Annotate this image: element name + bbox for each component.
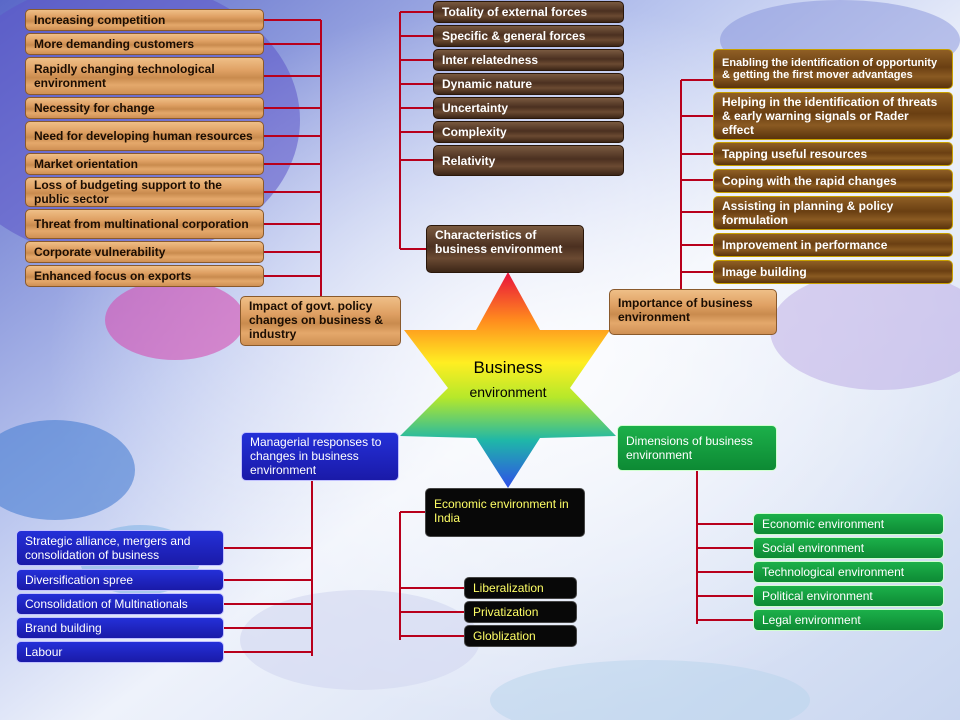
policy-item[interactable]: Need for developing human resources bbox=[25, 121, 264, 151]
economic-india-item[interactable]: Privatization bbox=[464, 601, 577, 623]
characteristics-item-label: Specific & general forces bbox=[442, 29, 586, 43]
importance-item[interactable]: Improvement in performance bbox=[713, 233, 953, 257]
characteristics-item-label: Dynamic nature bbox=[442, 77, 533, 91]
policy-item-label: More demanding customers bbox=[34, 37, 195, 51]
managerial-item[interactable]: Diversification spree bbox=[16, 569, 224, 591]
center-title: Business bbox=[473, 358, 543, 377]
dimensions-header-label: Dimensions of business environment bbox=[626, 434, 753, 462]
policy-item-label: Enhanced focus on exports bbox=[34, 269, 192, 283]
characteristics-item-label: Relativity bbox=[442, 153, 496, 168]
managerial-item[interactable]: Brand building bbox=[16, 617, 224, 639]
economic-india-item-label: Privatization bbox=[473, 605, 539, 619]
dimensions-item[interactable]: Legal environment bbox=[753, 609, 944, 631]
policy-item[interactable]: Necessity for change bbox=[25, 97, 264, 119]
managerial-item-label: Labour bbox=[25, 645, 63, 659]
policy-item-label: Corporate vulnerability bbox=[34, 245, 166, 259]
dimensions-header[interactable]: Dimensions of business environment bbox=[617, 425, 777, 471]
dimensions-item[interactable]: Political environment bbox=[753, 585, 944, 607]
policy-item-label: Increasing competition bbox=[34, 13, 166, 27]
policy-item-label: Loss of budgeting support to the public … bbox=[34, 178, 222, 206]
importance-item-label: Assisting in planning & policy formulati… bbox=[722, 199, 894, 227]
policy-item[interactable]: Loss of budgeting support to the public … bbox=[25, 177, 264, 207]
economic-india-item[interactable]: Liberalization bbox=[464, 577, 577, 599]
policy-item-label: Threat from multinational corporation bbox=[34, 217, 249, 231]
characteristics-item[interactable]: Relativity bbox=[433, 145, 624, 176]
importance-item[interactable]: Enabling the identification of opportuni… bbox=[713, 49, 953, 89]
managerial-item-label: Consolidation of Multinationals bbox=[25, 597, 188, 611]
policy-item[interactable]: Enhanced focus on exports bbox=[25, 265, 264, 287]
characteristics-header-label: Characteristics of business environment bbox=[435, 228, 563, 256]
importance-item-label: Helping in the identification of threats… bbox=[722, 95, 938, 137]
importance-item[interactable]: Assisting in planning & policy formulati… bbox=[713, 196, 953, 230]
policy-item[interactable]: Rapidly changing technological environme… bbox=[25, 57, 264, 95]
economic-india-item-label: Liberalization bbox=[473, 581, 544, 595]
dimensions-item[interactable]: Economic environment bbox=[753, 513, 944, 535]
importance-item-label: Enabling the identification of opportuni… bbox=[722, 57, 938, 81]
characteristics-item-label: Inter relatedness bbox=[442, 53, 539, 67]
importance-header[interactable]: Importance of business environment bbox=[609, 289, 777, 335]
dimensions-item[interactable]: Social environment bbox=[753, 537, 944, 559]
characteristics-item[interactable]: Dynamic nature bbox=[433, 73, 624, 95]
dimensions-item-label: Social environment bbox=[762, 541, 865, 555]
dimensions-item-label: Economic environment bbox=[762, 517, 885, 531]
economic-india-item[interactable]: Globlization bbox=[464, 625, 577, 647]
characteristics-item-label: Uncertainty bbox=[442, 101, 509, 115]
economic-india-header[interactable]: Economic environment in India bbox=[425, 488, 585, 537]
characteristics-item[interactable]: Totality of external forces bbox=[433, 1, 624, 23]
importance-item[interactable]: Coping with the rapid changes bbox=[713, 169, 953, 193]
importance-item-label: Image building bbox=[722, 265, 807, 279]
dimensions-item-label: Technological environment bbox=[762, 565, 905, 579]
characteristics-item-label: Complexity bbox=[442, 125, 507, 139]
economic-india-item-label: Globlization bbox=[473, 629, 536, 643]
policy-header-label: Impact of govt. policy changes on busine… bbox=[249, 299, 384, 341]
policy-item[interactable]: Increasing competition bbox=[25, 9, 264, 31]
dimensions-item-label: Political environment bbox=[762, 589, 873, 603]
policy-item[interactable]: Threat from multinational corporation bbox=[25, 209, 264, 239]
policy-item[interactable]: Corporate vulnerability bbox=[25, 241, 264, 263]
importance-item[interactable]: Helping in the identification of threats… bbox=[713, 92, 953, 140]
policy-item-label: Rapidly changing technological environme… bbox=[34, 62, 215, 90]
characteristics-header[interactable]: Characteristics of business environment bbox=[426, 225, 584, 273]
characteristics-item[interactable]: Inter relatedness bbox=[433, 49, 624, 71]
managerial-item-label: Diversification spree bbox=[25, 573, 134, 587]
managerial-item[interactable]: Labour bbox=[16, 641, 224, 663]
managerial-header-label: Managerial responses to changes in busin… bbox=[250, 435, 382, 477]
managerial-item-label: Strategic alliance, mergers and consolid… bbox=[25, 534, 191, 562]
characteristics-item-label: Totality of external forces bbox=[442, 5, 588, 19]
policy-item-label: Necessity for change bbox=[34, 101, 155, 115]
importance-item[interactable]: Tapping useful resources bbox=[713, 142, 953, 166]
center-star-shape bbox=[400, 272, 616, 488]
dimensions-item[interactable]: Technological environment bbox=[753, 561, 944, 583]
importance-item-label: Improvement in performance bbox=[722, 238, 888, 252]
managerial-header[interactable]: Managerial responses to changes in busin… bbox=[241, 432, 399, 481]
importance-header-label: Importance of business environment bbox=[618, 296, 753, 324]
importance-item-label: Tapping useful resources bbox=[722, 147, 868, 161]
policy-item[interactable]: Market orientation bbox=[25, 153, 264, 175]
importance-item[interactable]: Image building bbox=[713, 260, 953, 284]
dimensions-item-label: Legal environment bbox=[762, 613, 861, 627]
characteristics-item[interactable]: Specific & general forces bbox=[433, 25, 624, 47]
policy-item-label: Need for developing human resources bbox=[34, 129, 253, 143]
characteristics-item[interactable]: Uncertainty bbox=[433, 97, 624, 119]
policy-header[interactable]: Impact of govt. policy changes on busine… bbox=[240, 296, 401, 346]
economic-india-header-label: Economic environment in India bbox=[434, 497, 569, 525]
managerial-item[interactable]: Strategic alliance, mergers and consolid… bbox=[16, 530, 224, 566]
managerial-item[interactable]: Consolidation of Multinationals bbox=[16, 593, 224, 615]
characteristics-item[interactable]: Complexity bbox=[433, 121, 624, 143]
center-subtitle: environment bbox=[469, 384, 547, 400]
managerial-item-label: Brand building bbox=[25, 621, 102, 635]
policy-item-label: Market orientation bbox=[34, 157, 139, 171]
importance-item-label: Coping with the rapid changes bbox=[722, 174, 897, 188]
policy-item[interactable]: More demanding customers bbox=[25, 33, 264, 55]
